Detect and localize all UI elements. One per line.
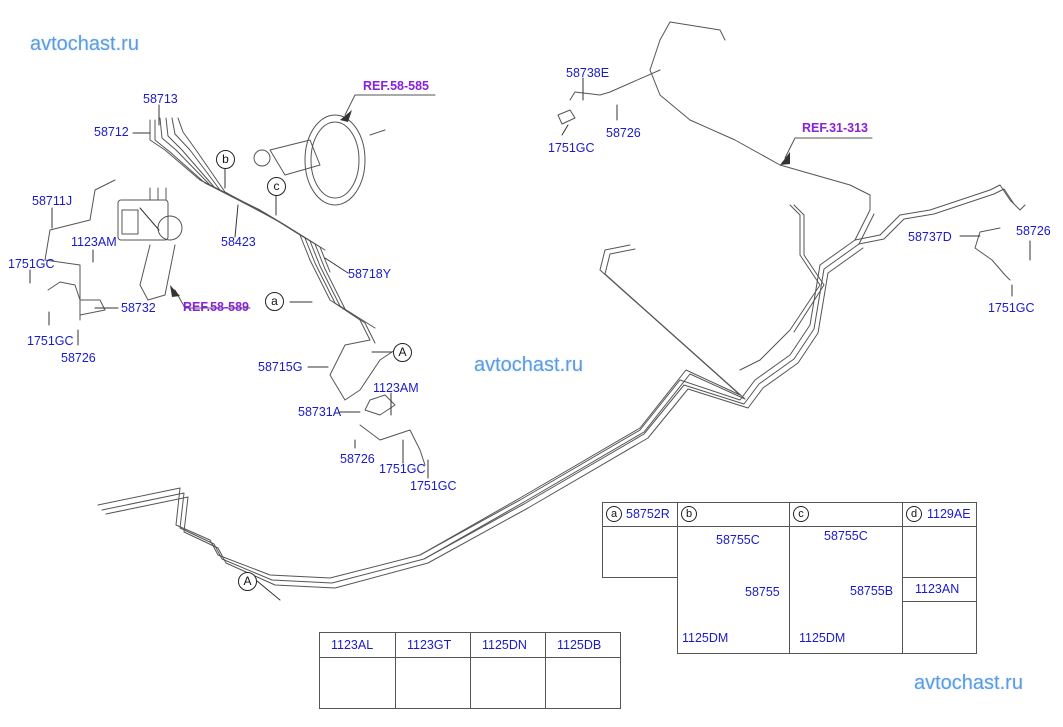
part-label-58715g[interactable]: 58715G xyxy=(258,360,303,374)
clip-c-callout: c xyxy=(793,506,809,522)
ref-booster-link[interactable]: REF.58-585 xyxy=(363,79,430,93)
main-brake-tubes xyxy=(97,21,1026,589)
bolt-image-cell-4 xyxy=(545,657,621,709)
bolt-label-1125dn[interactable]: 1125DN xyxy=(482,638,527,652)
clip-a-callout: a xyxy=(606,506,622,522)
callout-A-bottom: A xyxy=(238,572,257,591)
bolt-label-1125db[interactable]: 1125DB xyxy=(557,638,602,652)
bolt-image-cell-2 xyxy=(395,657,471,709)
part-label-1123am-front-left[interactable]: 1123AM xyxy=(71,235,117,249)
clip-b-bolt-label[interactable]: 1125DM xyxy=(682,631,729,645)
part-label-58726-front-right[interactable]: 58726 xyxy=(340,452,375,466)
bolt-image-cell-1 xyxy=(319,657,396,709)
clip-a-image-cell xyxy=(602,526,678,578)
part-label-58737d[interactable]: 58737D xyxy=(908,230,952,244)
bolt-header-4 xyxy=(545,632,621,658)
clip-d-bottom-label[interactable]: 1123AN xyxy=(915,582,960,596)
callout-b: b xyxy=(216,150,235,169)
part-label-1751gc-front-right-2[interactable]: 1751GC xyxy=(410,479,457,493)
clip-b-bracket-label[interactable]: 58755 xyxy=(745,585,780,599)
part-label-1751gc-rear-right[interactable]: 1751GC xyxy=(988,301,1035,315)
part-label-58731a[interactable]: 58731A xyxy=(298,405,342,419)
brake-booster xyxy=(253,114,386,206)
clip-c-bracket-label[interactable]: 58755B xyxy=(850,584,894,598)
bolt-label-1123gt[interactable]: 1123GT xyxy=(407,638,452,652)
part-label-58738e[interactable]: 58738E xyxy=(566,66,610,80)
clip-b-clip-label[interactable]: 58755C xyxy=(716,533,760,547)
ref-rear-link[interactable]: REF.31-313 xyxy=(802,121,869,135)
clip-d-bottom-image-cell xyxy=(902,601,977,654)
bolt-label-1123al[interactable]: 1123AL xyxy=(331,638,374,652)
part-label-1123am-front-right[interactable]: 1123AM xyxy=(373,381,419,395)
ref-hecu-link[interactable]: REF.58-589 xyxy=(183,300,250,314)
ref-arrows xyxy=(174,94,873,309)
rear-left-hose xyxy=(557,69,661,125)
part-label-58726-rear-left[interactable]: 58726 xyxy=(606,126,641,140)
rear-right-hose xyxy=(974,227,1011,281)
hecu-unit xyxy=(117,187,183,301)
clip-d-top-label[interactable]: 1129AE xyxy=(927,507,971,521)
clip-c-clip-label[interactable]: 58755C xyxy=(824,529,868,543)
part-label-58732[interactable]: 58732 xyxy=(121,301,156,315)
part-label-58423[interactable]: 58423 xyxy=(221,235,256,249)
part-label-1751gc-front-right-1[interactable]: 1751GC xyxy=(379,462,426,476)
leader-lines xyxy=(29,77,1031,601)
part-label-58726-rear-right[interactable]: 58726 xyxy=(1016,224,1051,238)
watermark-top-left: avtochast.ru xyxy=(30,33,139,55)
part-label-58711j[interactable]: 58711J xyxy=(32,194,73,208)
clip-d-top-image-cell xyxy=(902,526,977,578)
part-label-1751gc-rear-left[interactable]: 1751GC xyxy=(548,141,595,155)
part-label-58718y[interactable]: 58718Y xyxy=(348,267,392,281)
clip-a-part-label[interactable]: 58752R xyxy=(626,507,670,521)
callout-a: a xyxy=(265,292,284,311)
front-left-hose xyxy=(44,179,116,321)
part-label-58712[interactable]: 58712 xyxy=(94,125,129,139)
part-label-58713[interactable]: 58713 xyxy=(143,92,178,106)
watermark-center: avtochast.ru xyxy=(474,354,583,376)
part-label-1751gc-front-left-1[interactable]: 1751GC xyxy=(8,257,55,271)
front-right-hose xyxy=(359,394,426,466)
clip-d-callout: d xyxy=(906,506,922,522)
clip-c-bolt-label[interactable]: 1125DM xyxy=(799,631,846,645)
clip-c-image-cell xyxy=(789,526,903,654)
watermark-bottom-right: avtochast.ru xyxy=(914,672,1023,694)
callout-c: c xyxy=(267,177,286,196)
bolt-image-cell-3 xyxy=(470,657,546,709)
callout-A-top: A xyxy=(393,343,412,362)
clip-b-callout: b xyxy=(681,506,697,522)
front-brake-tubes xyxy=(149,117,396,401)
part-label-58726-front-left[interactable]: 58726 xyxy=(61,351,96,365)
clip-b-image-cell xyxy=(677,526,790,654)
part-label-1751gc-front-left-2[interactable]: 1751GC xyxy=(27,334,74,348)
